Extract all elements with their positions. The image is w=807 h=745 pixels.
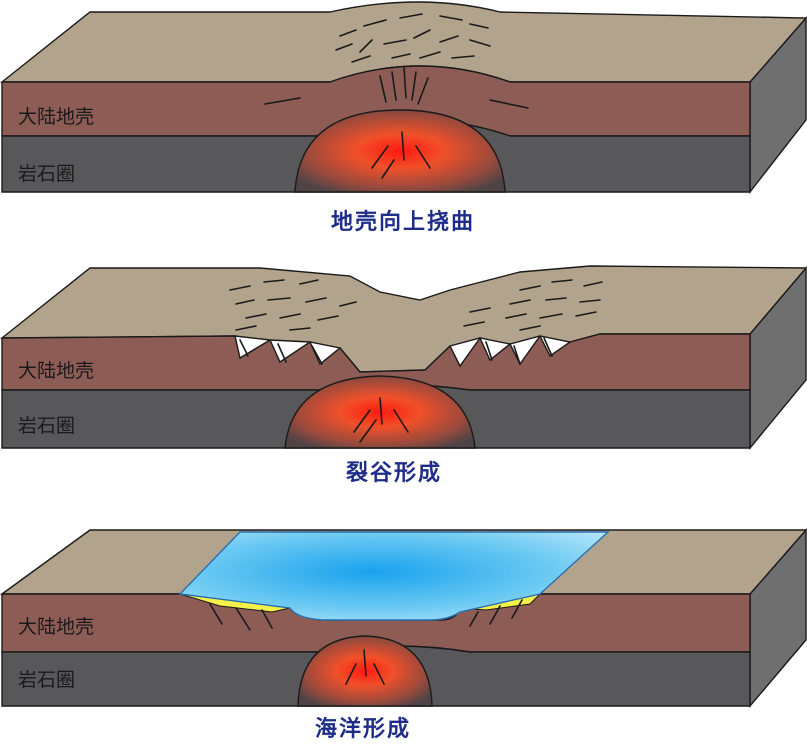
panel-uplift: 大陆地壳 岩石圈 地壳向上挠曲 (0, 1, 807, 235)
crust-label: 大陆地壳 (18, 106, 94, 128)
lithosphere-label: 岩石圈 (18, 163, 75, 185)
crust-label: 大陆地壳 (18, 360, 94, 382)
lithosphere-label: 岩石圈 (18, 669, 75, 691)
caption-uplift: 地壳向上挠曲 (331, 209, 475, 235)
caption-ocean: 海洋形成 (315, 716, 411, 742)
crust-label: 大陆地壳 (18, 616, 94, 638)
ocean-water (178, 531, 610, 621)
panel-rift: 大陆地壳 岩石圈 裂谷形成 (0, 265, 807, 486)
caption-rift: 裂谷形成 (346, 461, 442, 486)
lithosphere-label: 岩石圈 (18, 415, 75, 437)
panel-ocean: 大陆地壳 岩石圈 海洋形成 (0, 528, 807, 742)
